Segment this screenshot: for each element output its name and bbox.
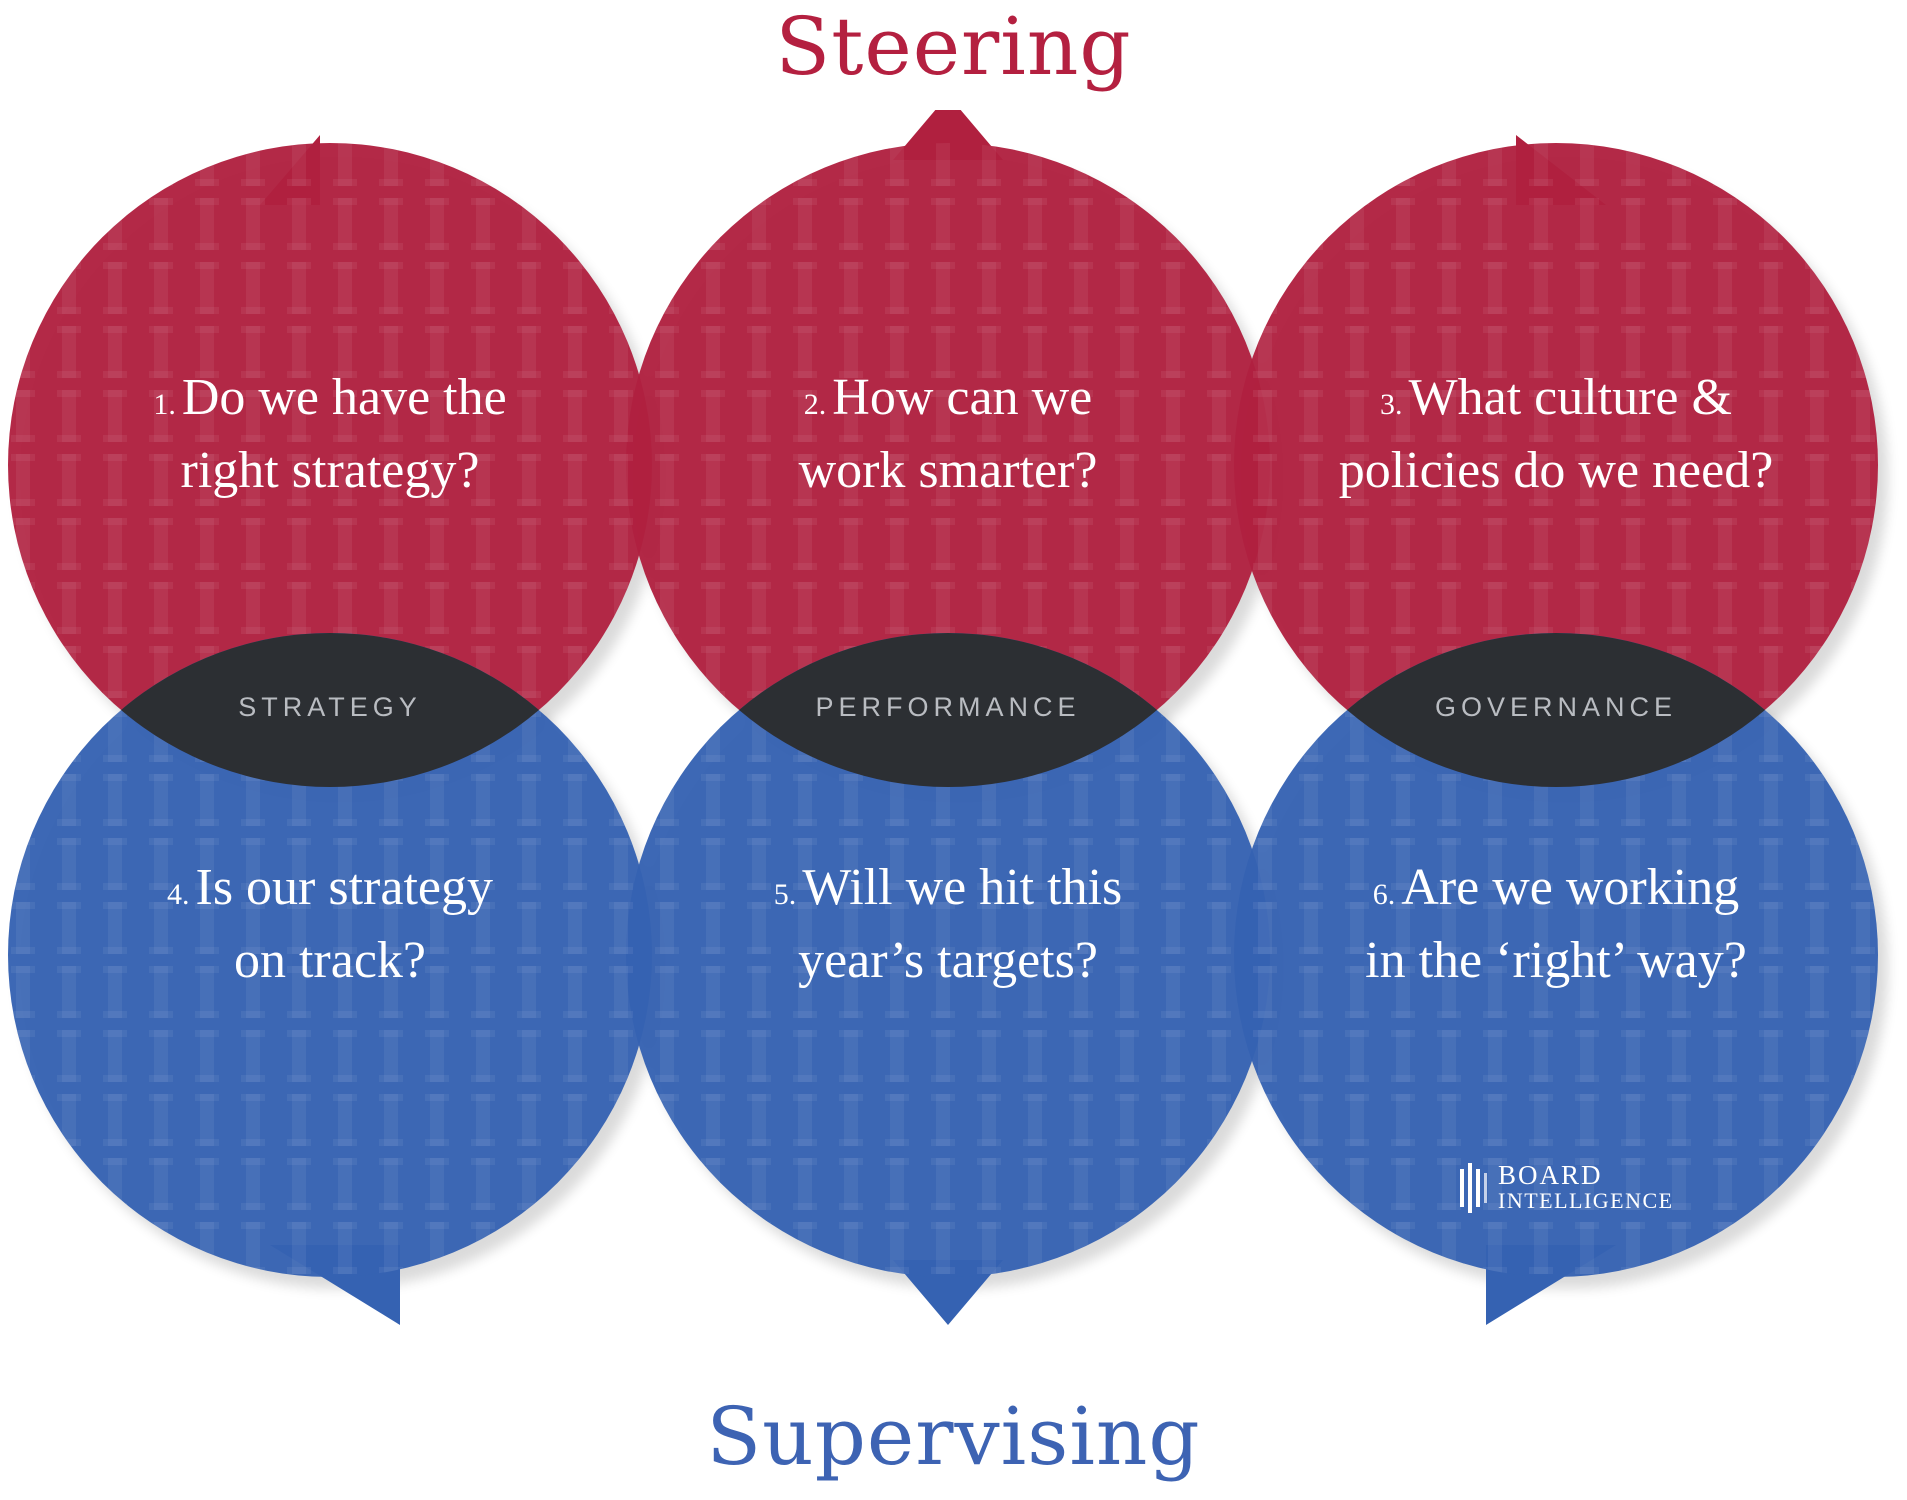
supervising-heading: Supervising xyxy=(706,1390,1201,1483)
question-text: How can we xyxy=(832,369,1093,426)
question-number: 4. xyxy=(167,878,190,911)
pillar-pattern xyxy=(626,143,1270,787)
question-line-1: 4.Is our strategy xyxy=(70,855,590,928)
venn-diagram xyxy=(8,110,1888,1325)
steering-bubble-1 xyxy=(8,135,652,787)
question-line-1: 3.What culture & xyxy=(1296,365,1816,438)
overlap-label-performance: PERFORMANCE xyxy=(815,692,1081,722)
overlap-strategy xyxy=(121,633,539,788)
board-intelligence-logo: BOARD INTELLIGENCE xyxy=(1458,1162,1674,1214)
question-number: 6. xyxy=(1372,878,1396,911)
pillar-pattern xyxy=(1234,143,1878,787)
question-line-1: 6.Are we working xyxy=(1296,855,1816,928)
question-text: Are we working xyxy=(1401,859,1740,916)
question-number: 5. xyxy=(773,878,797,911)
overlap-label-governance: GOVERNANCE xyxy=(1434,692,1678,722)
pillar-pattern xyxy=(8,143,652,787)
supervising-bubble-5 xyxy=(626,633,1270,1325)
question-line-1: 5.Will we hit this xyxy=(688,855,1208,928)
question-text: Do we have the xyxy=(181,369,507,426)
overlap-governance xyxy=(1347,633,1765,788)
question-line-2: year’s targets? xyxy=(798,932,1098,989)
logo-line-board: BOARD xyxy=(1498,1160,1603,1190)
question-number: 1. xyxy=(153,388,176,421)
question-text: What culture & xyxy=(1408,369,1732,426)
board-intelligence-logo-icon xyxy=(1460,1163,1487,1213)
question-text: Will we hit this xyxy=(802,859,1123,916)
steering-bubble-2 xyxy=(626,110,1270,787)
question-line-2: in the ‘right’ way? xyxy=(1365,932,1747,989)
pillar-pattern xyxy=(1234,633,1878,1277)
question-text: Is our strategy xyxy=(195,859,493,916)
question-line-2: right strategy? xyxy=(180,442,480,499)
question-line-1: 2.How can we xyxy=(688,365,1208,438)
overlap-label-strategy: STRATEGY xyxy=(238,692,422,722)
question-number: 3. xyxy=(1380,388,1403,421)
question-line-2: policies do we need? xyxy=(1338,442,1774,499)
question-line-2: work smarter? xyxy=(798,442,1098,499)
question-line-1: 1.Do we have the xyxy=(70,365,590,438)
pillar-pattern xyxy=(626,633,1270,1277)
steering-bubble-3 xyxy=(1234,135,1878,787)
speech-tail xyxy=(893,1260,1003,1325)
question-number: 2. xyxy=(803,388,827,421)
overlap-performance xyxy=(739,632,1157,788)
question-line-2: on track? xyxy=(233,932,426,989)
steering-heading: Steering xyxy=(775,0,1132,93)
logo-line-intelligence: INTELLIGENCE xyxy=(1498,1188,1674,1213)
pillar-pattern xyxy=(8,633,652,1277)
supervising-bubble-6 xyxy=(1234,633,1878,1325)
question-3: 3.What culture &policies do we need? xyxy=(1296,365,1816,504)
supervising-bubble-4 xyxy=(8,633,652,1325)
